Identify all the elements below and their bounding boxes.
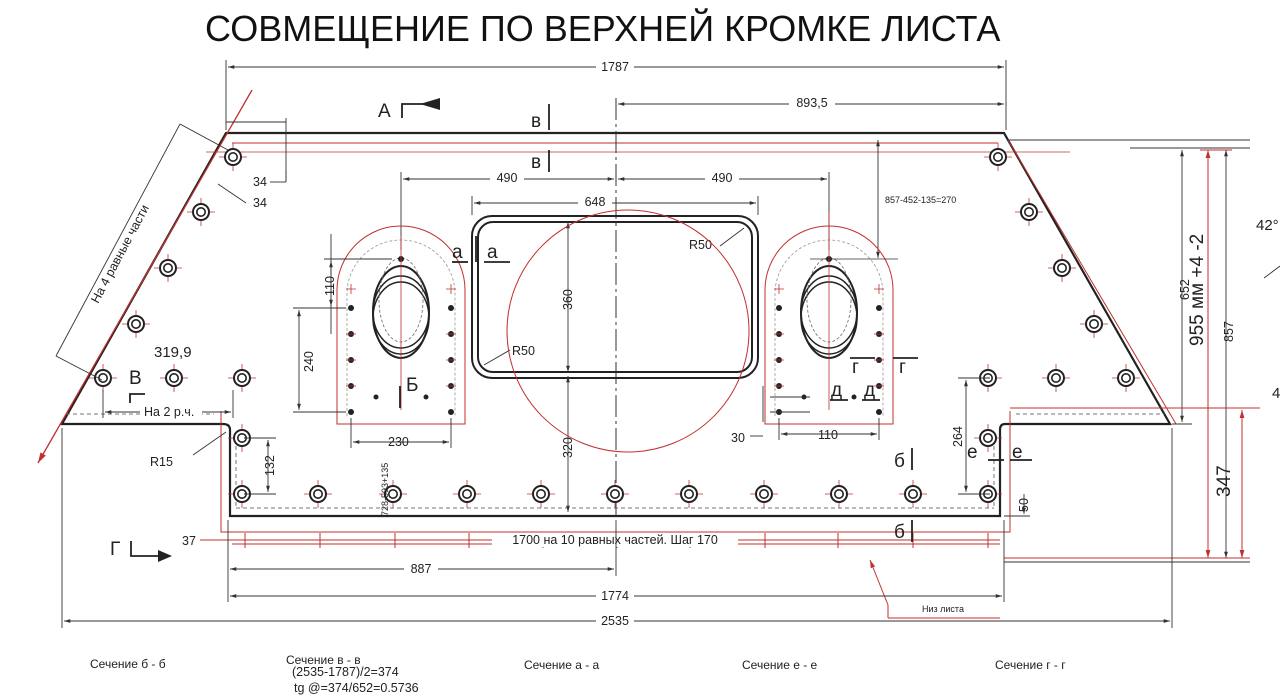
dim-label-360: 360 — [561, 289, 575, 310]
left-cutout — [336, 225, 466, 425]
bolt-hole — [899, 480, 927, 508]
dim-label-893: 893,5 — [796, 96, 827, 110]
section-label-b: Сечение б - б — [90, 657, 166, 671]
section-label-a: Сечение а - а — [524, 658, 600, 672]
bolt-hole — [1080, 310, 1108, 338]
dim-label-230: 230 — [388, 435, 409, 449]
dim-label-955: 955 мм +4 -2 — [1187, 234, 1208, 346]
marker-g-left: г — [852, 357, 859, 378]
bolt-holes — [89, 143, 1140, 508]
bolt-hole — [1048, 254, 1076, 282]
bolt-hole — [527, 480, 555, 508]
marker-g-right: г — [899, 357, 906, 378]
marker-a-right: а — [487, 242, 498, 263]
bolt-hole — [379, 480, 407, 508]
right-cutout — [764, 212, 898, 425]
drawing-title: СОВМЕЩЕНИЕ ПО ВЕРХНЕЙ КРОМКЕ ЛИСТА — [205, 8, 1001, 49]
radius-r15: R15 — [150, 455, 173, 469]
section-label-v: Сечение в - в — [286, 653, 361, 667]
dim-label-1787: 1787 — [601, 60, 629, 74]
right-cutout-crosses — [774, 284, 884, 387]
red-circle — [506, 209, 750, 453]
section-label-g: Сечение г - г — [995, 658, 1066, 672]
bolt-hole — [187, 198, 215, 226]
marker-b-bottom: б — [894, 522, 905, 543]
bolt-hole — [89, 364, 117, 392]
marker-d-left: д — [831, 380, 842, 401]
bolt-hole — [304, 480, 332, 508]
angle-label: 42° — [1256, 217, 1279, 234]
marker-G: Г — [110, 539, 120, 560]
vertical-calc: 728-593+135 — [380, 463, 390, 516]
dim-label-left-110: 110 — [323, 276, 337, 296]
marker-v-top: в — [531, 111, 541, 132]
marker-a-left: а — [452, 242, 463, 263]
marker-A: А — [378, 101, 391, 122]
radius-top: R50 — [689, 238, 712, 252]
bottom-division-note: 1700 на 10 равных частей. Шаг 170 — [512, 533, 718, 547]
dim-label-887: 887 — [411, 562, 432, 576]
dim-label-right-110: 110 — [818, 428, 838, 442]
marker-v-bottom: в — [531, 152, 541, 173]
dim-label-37: 37 — [182, 534, 196, 548]
dim-label-490-right: 490 — [712, 171, 733, 185]
dim-label-319: 319,9 — [154, 344, 192, 361]
dim-label-490-left: 490 — [497, 171, 518, 185]
dim-label-30: 30 — [731, 431, 745, 445]
bolt-hole — [453, 480, 481, 508]
dim-label-857: 857 — [1222, 321, 1236, 342]
dim-label-1774: 1774 — [601, 589, 629, 603]
sheet-outline — [60, 131, 1172, 518]
bolt-hole — [1015, 198, 1043, 226]
dim-label-2535: 2535 — [601, 614, 629, 628]
bolt-hole — [1112, 364, 1140, 392]
left-division-note: На 4 равные части — [88, 202, 152, 305]
dim-label-240: 240 — [302, 351, 316, 372]
bolt-hole — [984, 143, 1012, 171]
marker-B: Б — [406, 375, 418, 396]
dim-label-320: 320 — [561, 437, 575, 458]
sheet-bottom-note: Низ листа — [922, 604, 964, 614]
dim-label-648: 648 — [585, 195, 606, 209]
radius-bottom: R50 — [512, 344, 535, 358]
calc-top: 857-452-135=270 — [885, 195, 956, 205]
bolt-hole — [122, 310, 150, 338]
marker-b-top: б — [894, 451, 905, 472]
bolt-hole — [154, 254, 182, 282]
bolt-hole — [675, 480, 703, 508]
calc-note-1: (2535-1787)/2=374 — [292, 665, 399, 679]
bolt-hole — [219, 143, 247, 171]
marker-e-left: е — [967, 442, 978, 463]
marker-V: В — [129, 368, 142, 389]
bolt-hole — [825, 480, 853, 508]
bolt-hole — [1042, 364, 1070, 392]
bolt-hole — [228, 364, 256, 392]
dim-label-652: 652 — [1178, 279, 1192, 300]
bolt-hole — [160, 364, 188, 392]
marker-e-right: е — [1012, 442, 1023, 463]
dim-label-50: 50 — [1017, 498, 1031, 512]
section-label-e: Сечение е - е — [742, 658, 818, 672]
dim-label-264: 264 — [951, 426, 965, 447]
dim-label-34a: 34 — [253, 175, 267, 189]
dim-label-347: 347 — [1214, 465, 1235, 497]
marker-d-right: д — [864, 380, 875, 401]
dim-label-132: 132 — [263, 455, 277, 476]
partial-label: 4 — [1272, 385, 1280, 402]
left-cutout-holes — [348, 305, 454, 415]
left-cutout-crosses — [346, 284, 456, 387]
bolt-hole — [974, 424, 1002, 452]
central-window — [471, 215, 759, 379]
half-division-note: На 2 р.ч. — [144, 405, 194, 419]
bolt-hole — [601, 480, 629, 508]
calc-note-2: tg @=374/652=0.5736 — [294, 681, 419, 695]
dim-label-34b: 34 — [253, 196, 267, 210]
bolt-hole — [750, 480, 778, 508]
